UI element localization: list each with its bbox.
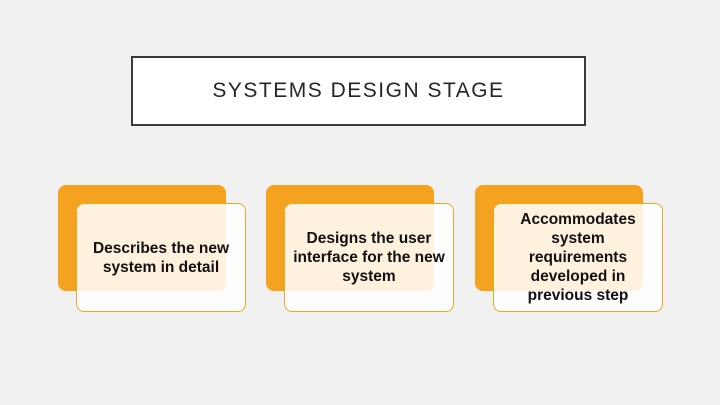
card-text-box: Accommodates system requirements develop…	[493, 203, 663, 312]
card-text: Describes the new system in detail	[92, 239, 230, 276]
slide-title: SYSTEMS DESIGN STAGE	[212, 79, 505, 102]
card-text: Accommodates system requirements develop…	[520, 211, 636, 304]
card-text: Designs the user interface for the new s…	[293, 230, 445, 285]
slide-title-box: SYSTEMS DESIGN STAGE	[131, 56, 586, 126]
step-card-3: Accommodates system requirements develop…	[475, 185, 665, 313]
card-text-box: Describes the new system in detail	[76, 203, 246, 312]
step-card-2: Designs the user interface for the new s…	[266, 185, 456, 313]
step-card-1: Describes the new system in detail	[58, 185, 248, 313]
card-text-box: Designs the user interface for the new s…	[284, 203, 454, 312]
